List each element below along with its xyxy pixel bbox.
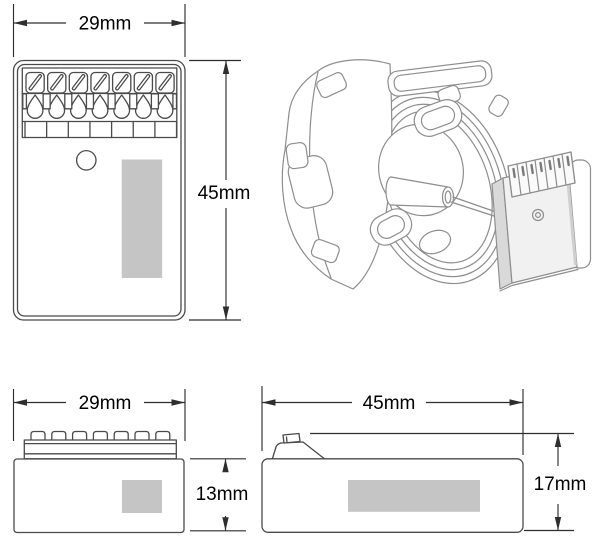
module-3d — [491, 151, 592, 292]
top-view: 29mm 13mm — [12, 389, 249, 534]
box-body — [281, 59, 393, 290]
side-view: 45mm 17mm — [261, 386, 587, 533]
fixing-screw-shaft — [450, 196, 497, 217]
installation-view — [281, 59, 592, 292]
box-bottom-knockout — [418, 229, 452, 255]
module-terminal-comb — [507, 151, 576, 198]
top-height-dimension: 13mm — [190, 458, 249, 532]
side-height-label: 17mm — [534, 474, 587, 495]
box-screw-boss-bottom — [369, 208, 413, 246]
side-label-area — [348, 480, 480, 512]
top-device-body — [13, 458, 185, 534]
box-top-knockout — [387, 60, 493, 97]
module-screw — [531, 208, 545, 222]
side-width-label: 45mm — [363, 393, 416, 414]
front-width-dimension: 29mm — [12, 4, 186, 57]
front-terminal-columns — [22, 71, 178, 139]
top-width-dimension: 29mm — [12, 389, 186, 441]
side-height-dimension: 17mm — [310, 432, 587, 532]
front-height-label: 45mm — [198, 183, 251, 204]
box-screw-boss-top — [413, 99, 463, 137]
top-height-label: 13mm — [196, 484, 249, 505]
module-base-edge — [499, 268, 579, 292]
front-width-label: 29mm — [79, 14, 132, 35]
junction-box — [281, 59, 512, 290]
front-height-dimension: 45mm — [189, 59, 251, 321]
front-terminal-block — [21, 67, 178, 139]
top-width-label: 29mm — [79, 393, 132, 414]
front-label-area — [121, 159, 163, 278]
front-view: 29mm 45mm — [12, 4, 251, 321]
top-label-area — [122, 480, 162, 513]
side-terminal-profile — [271, 432, 327, 461]
side-width-dimension: 45mm — [261, 386, 524, 455]
front-led-hole — [75, 149, 97, 171]
top-terminal-bumps — [30, 430, 171, 441]
box-mounting-tabs — [285, 72, 509, 264]
box-screw-tube — [385, 176, 455, 208]
top-terminal-strip — [23, 430, 177, 460]
